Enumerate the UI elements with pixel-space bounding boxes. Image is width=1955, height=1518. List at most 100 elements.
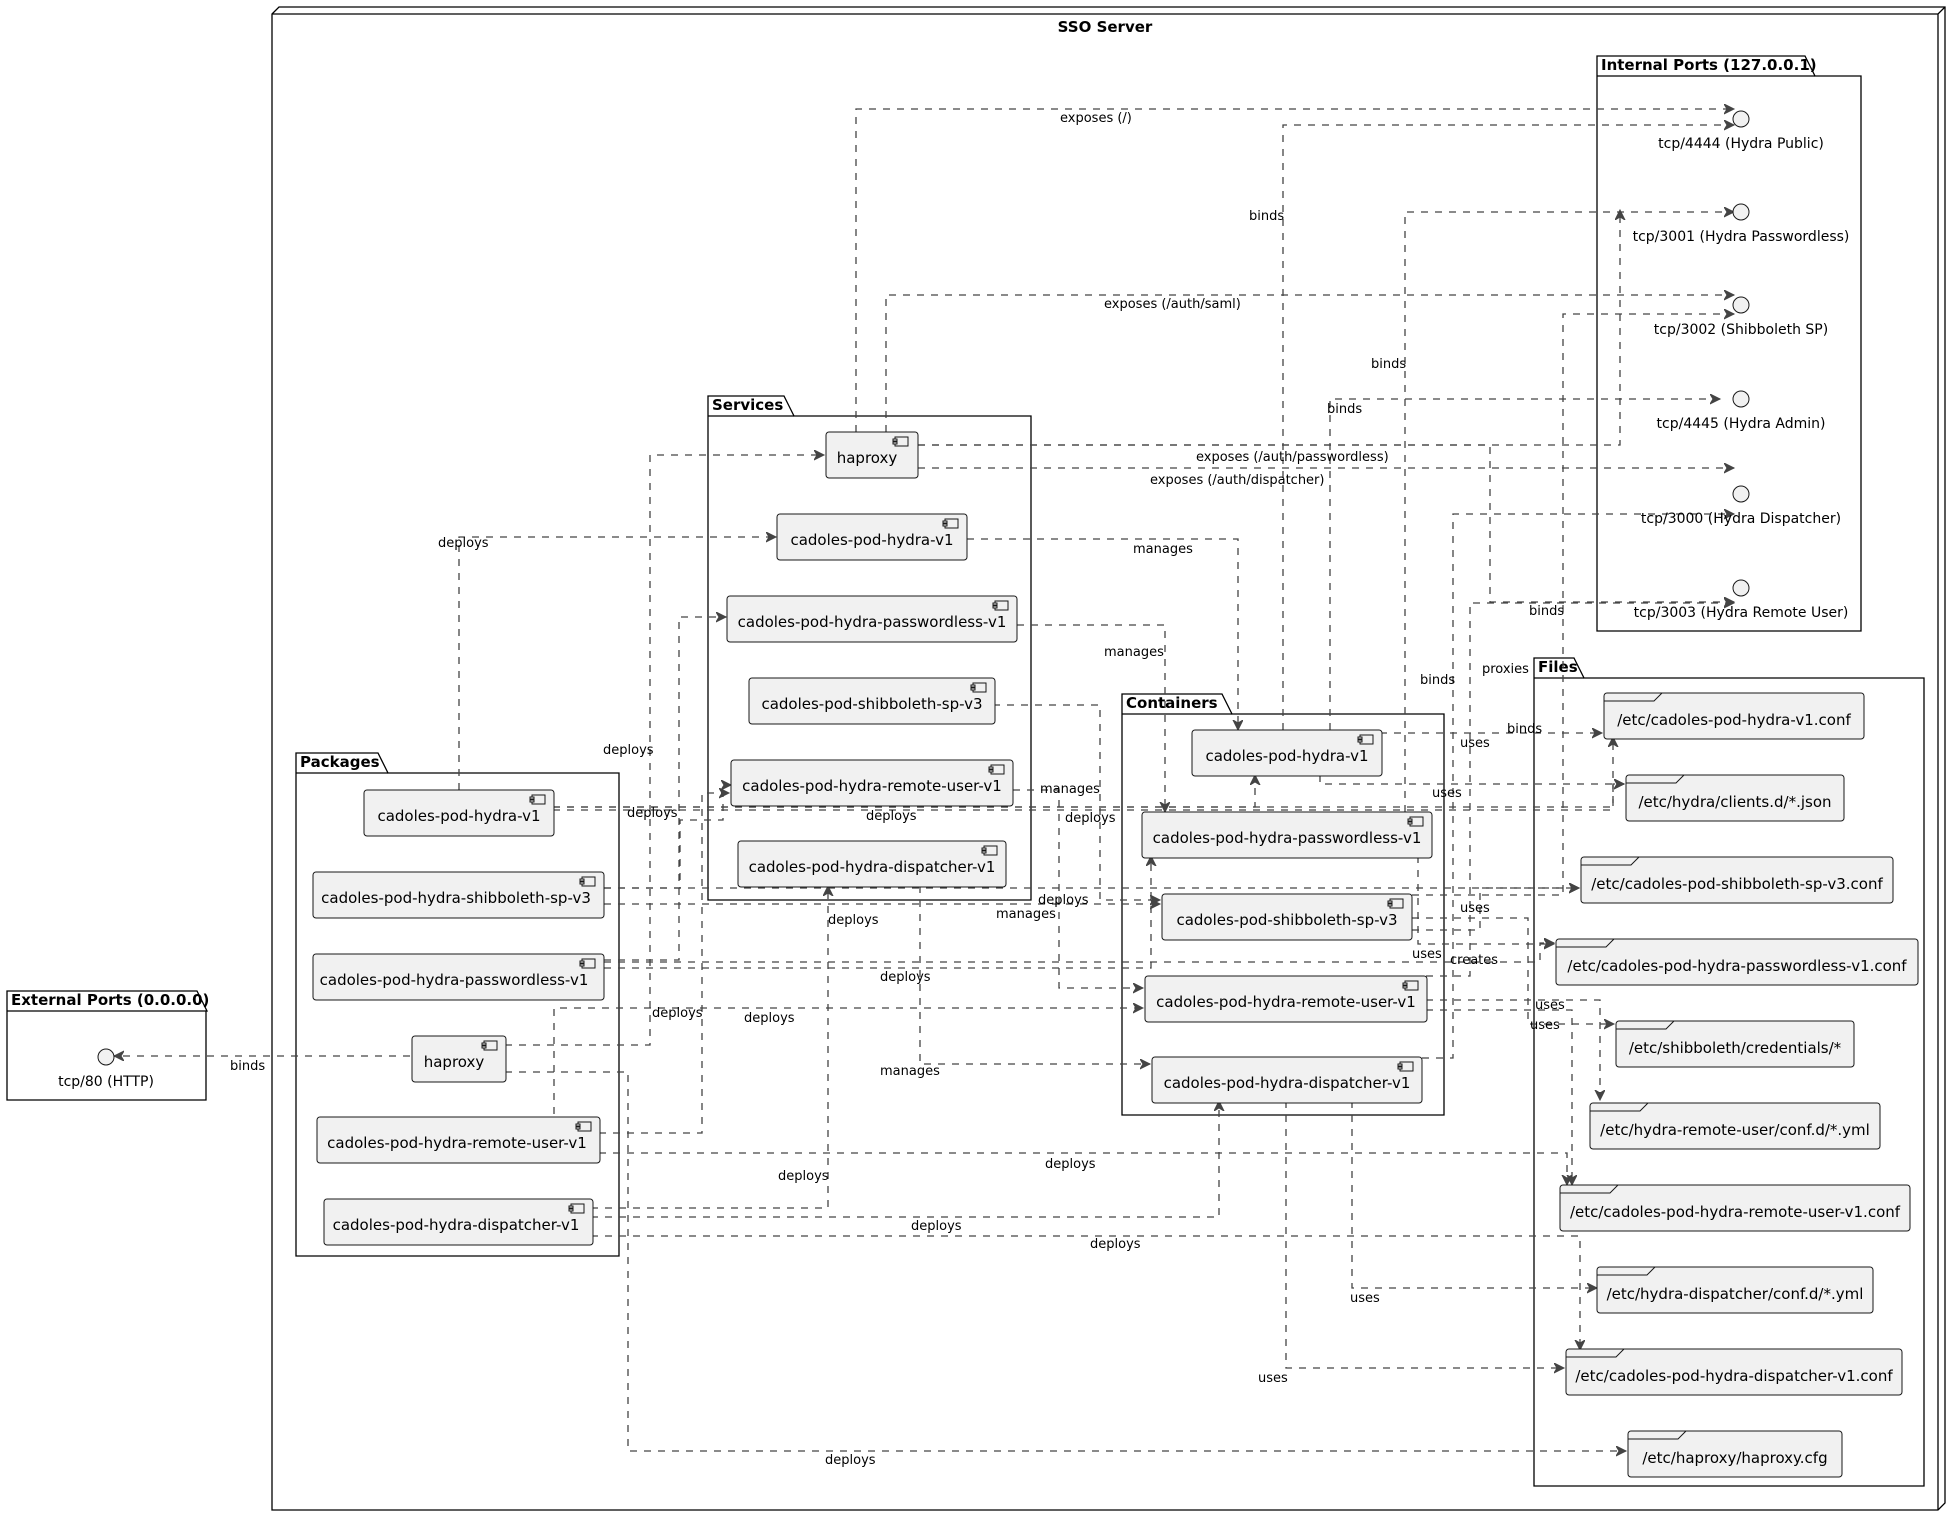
service-hydra-label: cadoles-pod-hydra-v1: [790, 531, 953, 549]
edge-deploy-pkg-passwordless-container: [604, 856, 1151, 969]
file-passwordless-conf: /etc/cadoles-pod-hydra-passwordless-v1.c…: [1555, 938, 1919, 986]
edge-label-binds-3003: binds: [1507, 722, 1542, 737]
package-remote-user-label: cadoles-pod-hydra-remote-user-v1: [327, 1134, 587, 1152]
edge-label-deploys-pkg-haproxy: deploys: [828, 913, 879, 928]
edge-label-uses-dispatcher-conf: uses: [1258, 1371, 1288, 1386]
edge-deploy-pkg-dispatcher-container: [591, 1101, 1219, 1218]
edge-label-deploys-pkg-remote: deploys: [880, 970, 931, 985]
service-shibboleth-label: cadoles-pod-shibboleth-sp-v3: [761, 695, 982, 713]
edge-label-uses-passwordless: uses: [1412, 947, 1442, 962]
edge-deploy-pkg-hydra-service: [458, 537, 776, 790]
edge-uses-shibboleth-cred: [1412, 917, 1614, 1024]
edge-label-deploys-pkg-passwordless: deploys: [627, 806, 678, 821]
edge-label-deploys-pkg-dispatcher-conf: deploys: [1090, 1237, 1141, 1252]
edge-binds-4444: [1282, 125, 1734, 730]
edge-deploy-pkg-dispatcher-service: [591, 886, 828, 1209]
edge-exposes-root: [855, 109, 1734, 432]
edge-binds-3003: [1426, 603, 1734, 977]
file-hydra-conf-label: /etc/cadoles-pod-hydra-v1.conf: [1617, 711, 1851, 729]
edge-deploy-haproxy-cfg: [505, 1071, 1626, 1451]
edge-deploy-pkg-shibboleth-service: [604, 785, 731, 889]
edge-label-creates: creates: [1450, 953, 1498, 968]
edge-uses-dispatcher-conf: [1285, 1101, 1564, 1368]
edge-label-binds-4444: binds: [1249, 209, 1284, 224]
service-dispatcher: cadoles-pod-hydra-dispatcher-v1: [737, 840, 1007, 888]
edge-label-exposes-passwordless: exposes (/auth/passwordless): [1196, 450, 1389, 465]
service-passwordless-label: cadoles-pod-hydra-passwordless-v1: [738, 613, 1007, 631]
edge-manages-dispatcher: [919, 886, 1150, 1064]
files-title: Files: [1538, 658, 1578, 676]
service-haproxy-label: haproxy: [837, 449, 898, 467]
containers-title: Containers: [1126, 694, 1218, 712]
files-group: Files: [1533, 657, 1925, 1487]
containers-group: Containers: [1121, 693, 1445, 1116]
edge-deploy-pkg-remote-user-service: [599, 793, 729, 1134]
file-dispatcher-yml: /etc/hydra-dispatcher/conf.d/*.yml: [1596, 1266, 1874, 1314]
package-haproxy-label: haproxy: [424, 1053, 485, 1071]
edge-label-binds-3002: binds: [1420, 673, 1455, 688]
port-3003-label: tcp/3003 (Hydra Remote User): [1634, 605, 1849, 621]
edge-label-deploys-pkg-remote-conf: deploys: [1045, 1157, 1096, 1172]
file-shibboleth-credentials: /etc/shibboleth/credentials/*: [1615, 1020, 1855, 1068]
edge-label-deploys-pkg-dispatcher-service: deploys: [778, 1169, 829, 1184]
port-4444-label: tcp/4444 (Hydra Public): [1658, 136, 1824, 152]
edge-label-uses-shibboleth: uses: [1460, 901, 1490, 916]
edge-label-manages-shibboleth: manages: [996, 907, 1056, 922]
edge-label-binds-80: binds: [230, 1059, 265, 1074]
edge-manages-hydra: [967, 538, 1238, 730]
file-shibboleth-conf: /etc/cadoles-pod-shibboleth-sp-v3.conf: [1580, 856, 1894, 904]
sso-server-node: SSO Server: [271, 6, 1946, 1511]
port-3001-label: tcp/3001 (Hydra Passwordless): [1633, 229, 1850, 245]
edge-label-uses-remote-yml: uses: [1535, 998, 1565, 1013]
service-remote-user: cadoles-pod-hydra-remote-user-v1: [730, 759, 1014, 807]
edge-deploy-pkg-remote-user-container: [553, 1008, 1143, 1114]
port-3003: tcp/3003 (Hydra Remote User): [1634, 579, 1849, 621]
edge-label-manages-dispatcher: manages: [880, 1064, 940, 1079]
edge-label-deploys-pkg-remote-container: deploys: [652, 1006, 703, 1021]
edge-label-uses-hydra-conf: uses: [1460, 736, 1490, 751]
package-shibboleth: cadoles-pod-hydra-shibboleth-sp-v3: [312, 871, 605, 919]
sso-server-title: SSO Server: [1058, 18, 1153, 36]
package-dispatcher: cadoles-pod-hydra-dispatcher-v1: [323, 1198, 594, 1246]
container-dispatcher: cadoles-pod-hydra-dispatcher-v1: [1151, 1056, 1423, 1104]
file-hydra-conf: /etc/cadoles-pod-hydra-v1.conf: [1603, 692, 1865, 740]
file-remote-user-conf-label: /etc/cadoles-pod-hydra-remote-user-v1.co…: [1570, 1203, 1901, 1221]
container-shibboleth: cadoles-pod-shibboleth-sp-v3: [1161, 893, 1413, 941]
edge-label-deploys-pkg-hydra-clients: deploys: [1065, 811, 1116, 826]
edge-label-deploys-haproxy-cfg: deploys: [825, 1453, 876, 1468]
package-remote-user: cadoles-pod-hydra-remote-user-v1: [316, 1116, 601, 1164]
file-remote-user-yml-label: /etc/hydra-remote-user/conf.d/*.yml: [1600, 1121, 1870, 1139]
package-passwordless: cadoles-pod-hydra-passwordless-v1: [312, 953, 605, 1001]
service-dispatcher-label: cadoles-pod-hydra-dispatcher-v1: [749, 858, 996, 876]
port-4444: tcp/4444 (Hydra Public): [1658, 110, 1824, 152]
edge-label-manages-passwordless: manages: [1104, 645, 1164, 660]
package-hydra-label: cadoles-pod-hydra-v1: [377, 807, 540, 825]
edge-label-exposes-dispatcher: exposes (/auth/dispatcher): [1150, 473, 1324, 488]
service-passwordless: cadoles-pod-hydra-passwordless-v1: [726, 595, 1018, 643]
edge-label-exposes-saml: exposes (/auth/saml): [1104, 297, 1241, 312]
port-3000: tcp/3000 (Hydra Dispatcher): [1641, 485, 1841, 527]
container-hydra: cadoles-pod-hydra-v1: [1191, 729, 1383, 777]
edge-label-binds-4445: binds: [1327, 402, 1362, 417]
edge-label-deploys-pkg-shibboleth: deploys: [603, 743, 654, 758]
edge-labels: exposes (/) exposes (/auth/saml) exposes…: [230, 111, 1565, 1468]
service-hydra: cadoles-pod-hydra-v1: [776, 513, 968, 561]
edge-label-deploys-pkg-passwordless-conf: deploys: [1038, 893, 1089, 908]
file-remote-user-yml: /etc/hydra-remote-user/conf.d/*.yml: [1589, 1102, 1881, 1150]
container-dispatcher-label: cadoles-pod-hydra-dispatcher-v1: [1164, 1074, 1411, 1092]
port-80: tcp/80 (HTTP): [58, 1048, 154, 1090]
port-4445: tcp/4445 (Hydra Admin): [1657, 390, 1826, 432]
container-passwordless: cadoles-pod-hydra-passwordless-v1: [1141, 811, 1433, 859]
package-hydra: cadoles-pod-hydra-v1: [363, 789, 555, 837]
edge-uses-dispatcher-yml: [1351, 1101, 1597, 1288]
port-4445-label: tcp/4445 (Hydra Admin): [1657, 416, 1826, 432]
edge-label-manages-remote-user: manages: [1040, 782, 1100, 797]
edge-uses-remote-conf: [1426, 1009, 1572, 1185]
external-ports-group: External Ports (0.0.0.0): [6, 990, 209, 1101]
port-3002-label: tcp/3002 (Shibboleth SP): [1654, 322, 1828, 338]
package-passwordless-label: cadoles-pod-hydra-passwordless-v1: [320, 971, 589, 989]
container-passwordless-label: cadoles-pod-hydra-passwordless-v1: [1153, 829, 1422, 847]
port-3002: tcp/3002 (Shibboleth SP): [1654, 296, 1828, 338]
package-dispatcher-label: cadoles-pod-hydra-dispatcher-v1: [333, 1216, 580, 1234]
